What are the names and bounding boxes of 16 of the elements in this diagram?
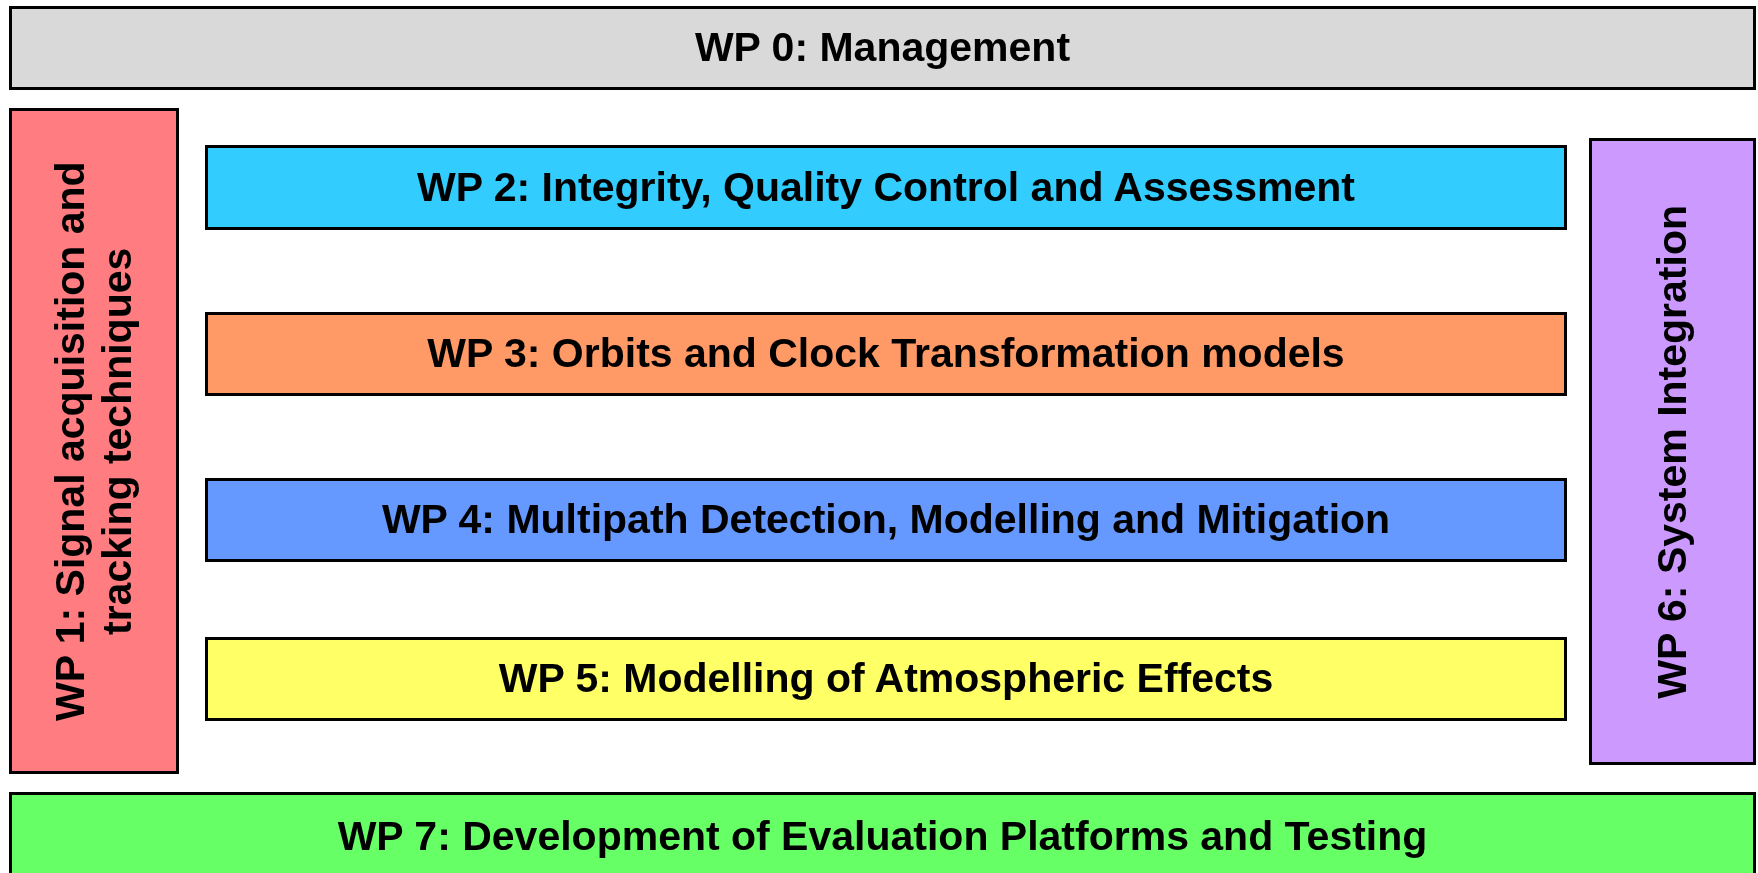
work-package-box	[9, 792, 1756, 873]
work-package-box	[1589, 138, 1756, 765]
work-package-box	[205, 145, 1567, 230]
work-package-title: WP 1: Signal acquisition and tracking techniques	[46, 160, 141, 723]
work-package-title: WP 2: Integrity, Quality Control and Assessment	[417, 163, 1355, 212]
work-package-box	[205, 312, 1567, 396]
work-package-box	[205, 637, 1567, 721]
work-package-title: WP 0: Management	[694, 24, 1071, 72]
work-package-box	[9, 108, 179, 774]
work-package-box	[205, 478, 1567, 562]
work-package-title: WP 6: System Integration	[1648, 204, 1696, 699]
work-package-title: WP 7: Development of Evaluation Platforms and Testing	[337, 813, 1428, 861]
work-package-title: WP 4: Multipath Detection, Modelling and Mitigation	[381, 496, 1391, 544]
work-package-title: WP 5: Modelling of Atmospheric Effects	[498, 655, 1274, 703]
work-package-title: WP 3: Orbits and Clock Transformation models	[427, 330, 1345, 378]
work-package-box	[9, 6, 1756, 90]
